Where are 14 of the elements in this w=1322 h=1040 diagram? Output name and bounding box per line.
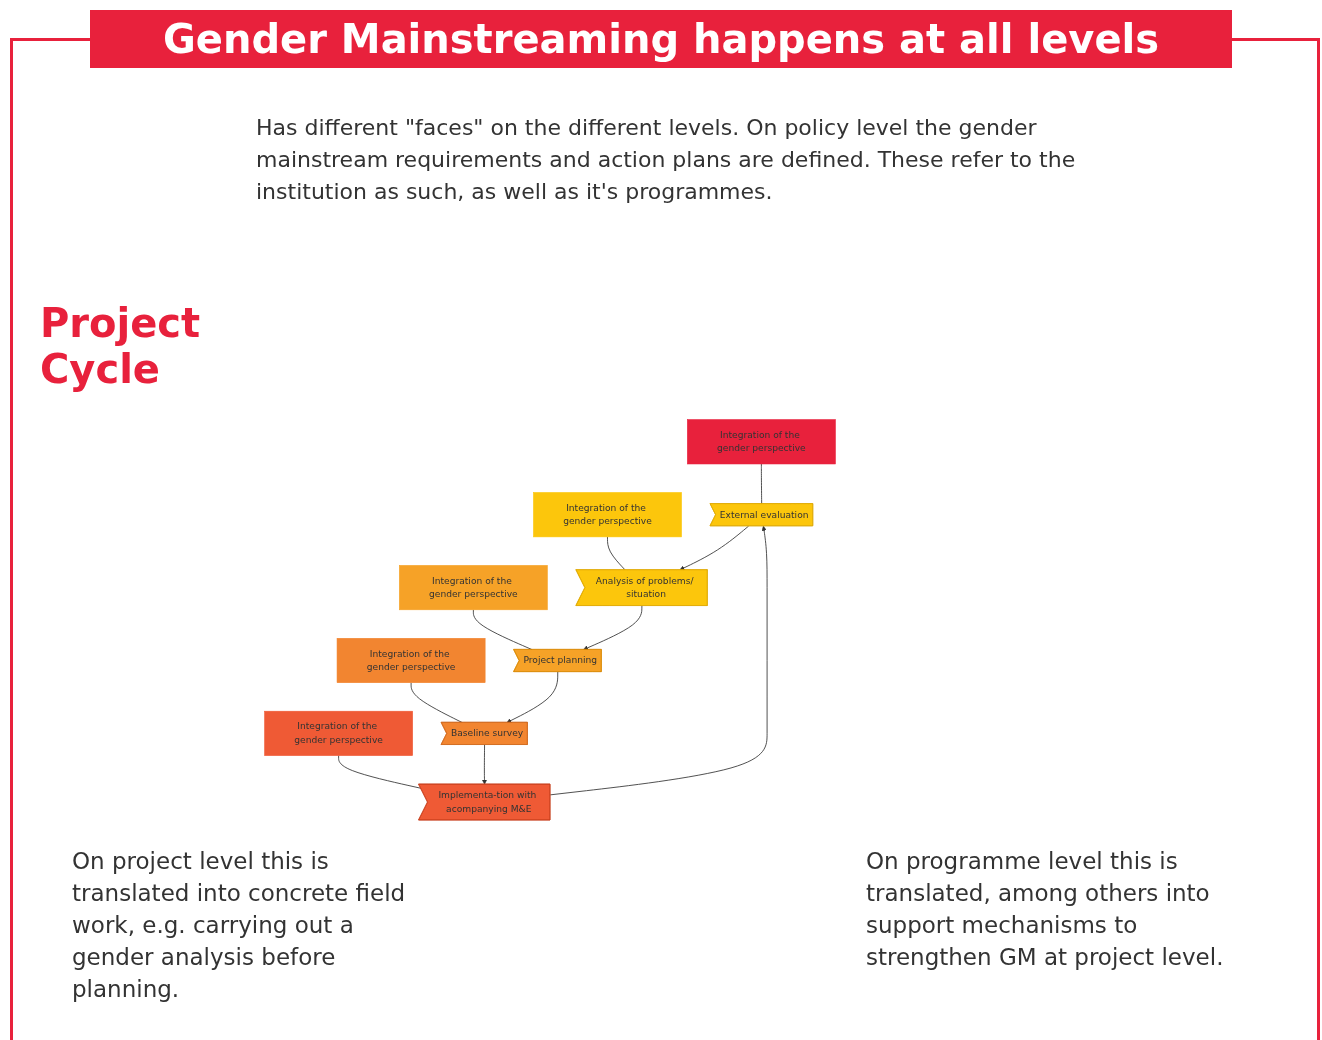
node-box: Integration of the gender perspective <box>264 711 413 757</box>
node-box: Integration of the gender perspective <box>399 565 548 611</box>
note-text: On programme level this is translated, among others into support mechanisms to strengthen GM at project level. <box>866 847 1225 972</box>
center-heading: Project Cycle <box>40 300 202 392</box>
node-box: Integration of the gender perspective <box>533 492 682 538</box>
connector <box>410 682 463 724</box>
intro-text: Has different "faces" on the different levels. On policy level the gender mainstream requirements and action plans are defined. These refer to the institution as such, as well as it's programmes. <box>256 114 1077 206</box>
connector <box>760 463 763 505</box>
node-box: Integration of the gender perspective <box>336 638 486 684</box>
node-box: Integration of the gender perspective <box>687 419 836 465</box>
note-text: On project level this is translated into concrete field work, e.g. carrying out a gender analysis before planning. <box>72 847 407 1004</box>
connector <box>607 536 626 571</box>
connector <box>338 755 422 789</box>
title-banner: Gender Mainstreaming happens at all levels <box>90 10 1232 68</box>
